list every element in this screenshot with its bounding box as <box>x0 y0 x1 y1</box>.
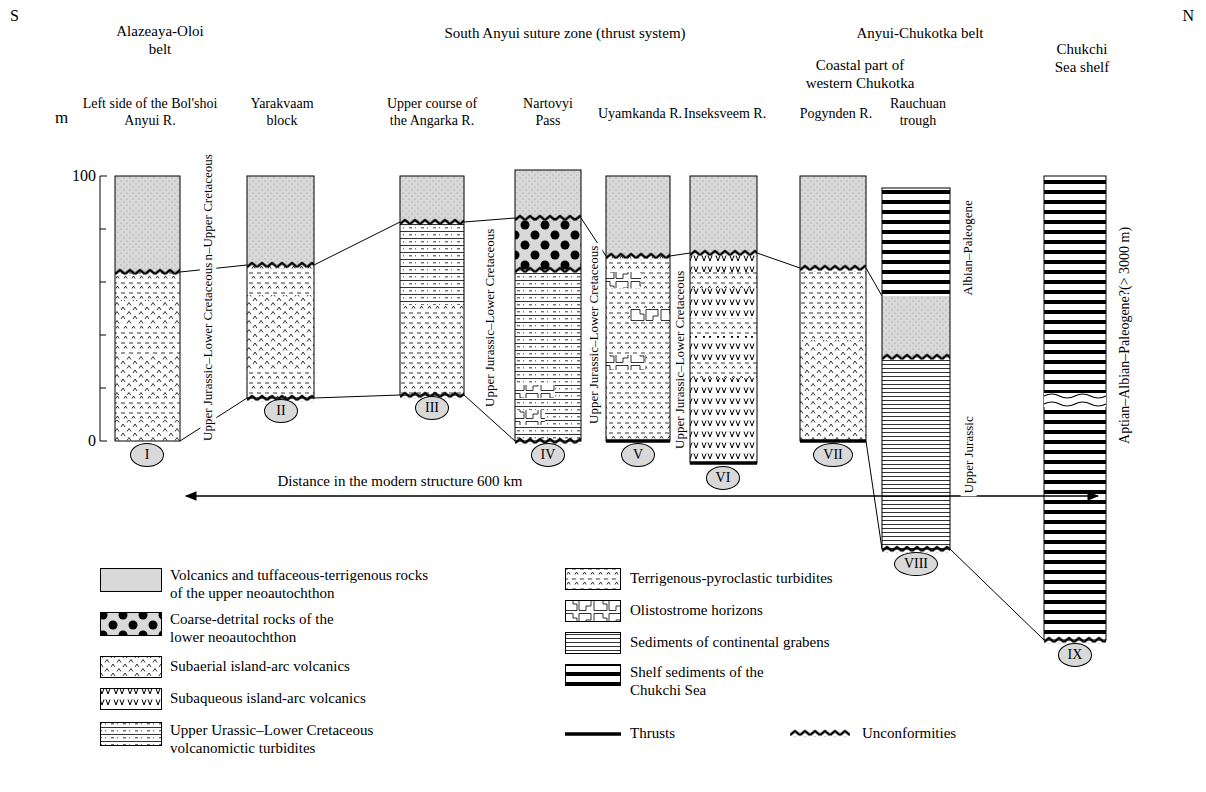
column-heading: Rauchuan trough <box>883 96 953 130</box>
column-number: VIII <box>894 552 938 576</box>
legend-text: Volcanics and tuffaceous-terrigenous roc… <box>170 566 435 602</box>
column-heading: Yarakvaam block <box>242 96 322 130</box>
column-vii <box>800 176 866 441</box>
column-number-text: VII <box>823 448 842 462</box>
legend-swatch <box>563 598 623 624</box>
column-number-text: III <box>425 401 439 415</box>
pattern-sample <box>101 723 162 746</box>
legend-text: Subaqueous island-arc volcanics <box>170 689 366 707</box>
legend-text: Terrigenous-pyroclastic turbidites <box>630 569 833 587</box>
column-heading: Pogynden R. <box>800 106 872 123</box>
column-number-text: IV <box>541 448 556 462</box>
belt-name: Anyui-Chukotka belt <box>856 24 983 42</box>
belt-name: Alazeaya-Oloi belt <box>105 22 215 58</box>
column-heading: Inseksveem R. <box>684 106 766 123</box>
column-heading: Left side of the Bol'shoi Anyui R. <box>80 96 220 130</box>
column-number: IV <box>531 443 566 467</box>
legend-text: Unconformities <box>862 724 956 742</box>
pattern-sample <box>101 689 162 710</box>
legend-swatch <box>563 728 623 740</box>
column-iv <box>515 170 581 445</box>
axis-value: 100 <box>72 166 96 185</box>
column-iii <box>400 176 464 399</box>
age-label: Upper Jurassic–Lower Cretaceous <box>200 260 216 444</box>
column-ii <box>247 176 314 402</box>
legend-swatch <box>563 662 623 688</box>
column-number: III <box>415 396 449 420</box>
region-name: Coastal part of western Chukotka <box>795 56 925 92</box>
age-label: Upper Jurassic–Lower Cretaceous <box>586 243 602 427</box>
legend-swatch <box>98 720 164 748</box>
legend-text: Coarse-detrital rocks of the lower neoau… <box>170 610 345 646</box>
legend-swatch <box>98 610 164 638</box>
column-number: VII <box>813 443 852 467</box>
column-heading: Uyamkanda R. <box>598 106 682 123</box>
direction-label: S <box>10 6 19 25</box>
pattern-sample <box>566 569 621 590</box>
pattern-sample <box>101 657 162 678</box>
axis-unit: m <box>55 108 68 128</box>
column-heading: Nartovyi Pass <box>513 96 583 130</box>
column-number: II <box>264 399 298 423</box>
distance-label: Distance in the modern structure 600 km <box>278 472 523 490</box>
column-heading: Upper course of the Angarka R. <box>377 96 487 130</box>
age-label: Upper Jurassic–Lower Cretaceous <box>672 268 688 452</box>
region-name: Chukchi Sea shelf <box>1047 40 1117 76</box>
column-viii <box>882 188 950 553</box>
pattern-sample <box>566 665 621 686</box>
legend-swatch <box>563 566 623 592</box>
pattern-sample <box>566 601 621 622</box>
column-ix <box>1044 176 1106 644</box>
column-v <box>606 176 670 441</box>
axis-value: 0 <box>88 431 96 450</box>
thrust-sample <box>565 732 621 736</box>
column-number-text: II <box>276 404 285 418</box>
legend-text: Thrusts <box>630 724 675 742</box>
age-label: Upper Jurassic <box>960 414 976 497</box>
direction-label: N <box>1182 6 1194 25</box>
legend-swatch <box>563 630 623 656</box>
pattern-sample <box>566 633 621 654</box>
column-number: V <box>621 443 655 467</box>
column-number: VI <box>706 466 741 490</box>
age-label: Upper Jurassic–Lower Cretaceous <box>482 226 498 410</box>
column-number-text: VIII <box>904 557 928 571</box>
column-vi <box>690 176 757 463</box>
legend-swatch <box>98 654 164 680</box>
depth-axis <box>100 176 107 441</box>
legend-text: Shelf sediments of the Chukchi Sea <box>630 663 780 699</box>
column-number: I <box>130 443 164 467</box>
age-label: Albian–Paleogene <box>960 197 976 298</box>
legend-swatch <box>98 686 164 712</box>
legend-swatch <box>788 726 852 740</box>
column-number-text: I <box>145 448 150 462</box>
unconformity-sample <box>790 730 850 737</box>
belt-name: South Anyui suture zone (thrust system) <box>444 24 685 42</box>
column-number: IX <box>1058 643 1093 667</box>
column-number-text: V <box>633 448 643 462</box>
column-i <box>115 176 180 441</box>
pattern-sample <box>101 613 162 636</box>
legend-text: Upper Urassic–Lower Cretaceous volcanomi… <box>170 721 400 757</box>
legend-text: Sediments of continental grabens <box>630 633 830 651</box>
column-number-text: IX <box>1068 648 1083 662</box>
legend-text: Olistostrome horizons <box>630 601 763 619</box>
column-number-text: VI <box>716 471 731 485</box>
age-label: Aptian–Albian–Paleogene?(> 3000 m) <box>1118 223 1135 446</box>
legend-swatch <box>100 568 162 592</box>
legend-text: Subaerial island-arc volcanics <box>170 657 350 675</box>
